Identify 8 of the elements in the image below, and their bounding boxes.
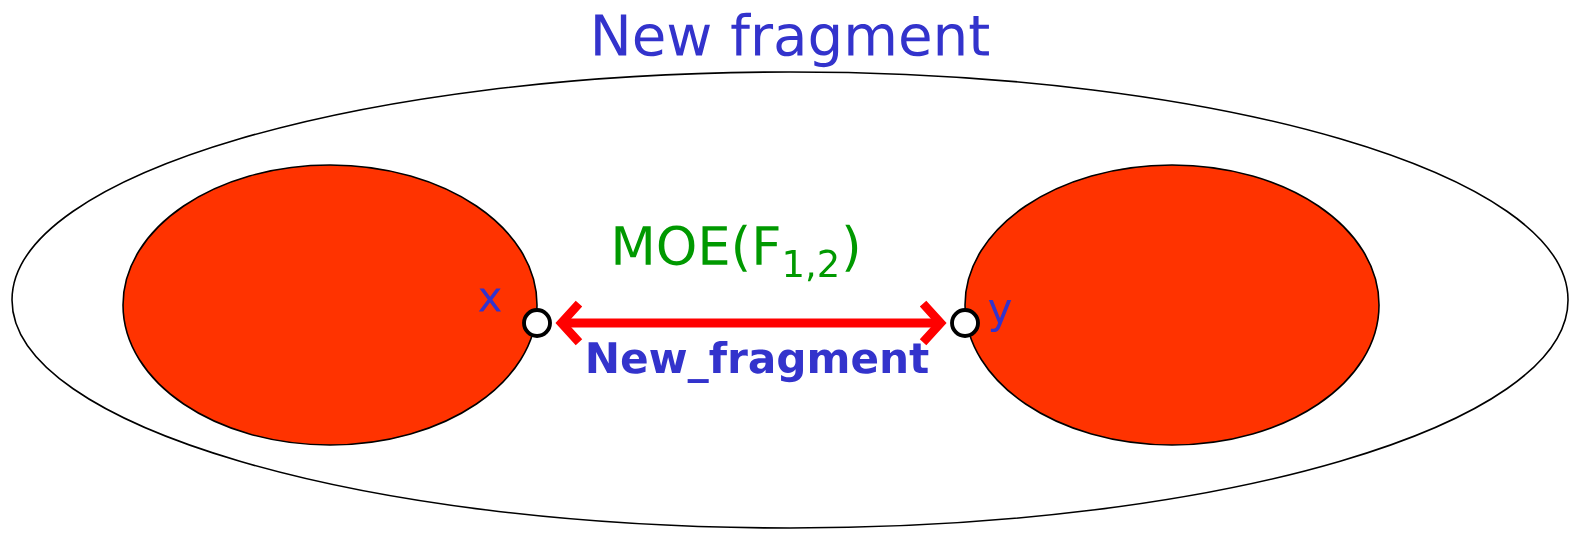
point-label: x [478, 288, 502, 312]
point-label: y [988, 300, 1012, 332]
double-arrow [555, 300, 947, 346]
edge-label: MOE(F$_{1,2}$) [615, 224, 858, 282]
node-title: New fragment [595, 12, 989, 68]
blob-ellipse [122, 164, 538, 446]
blob-ellipse [964, 164, 1380, 446]
fragment-label: New_fragment [588, 341, 929, 383]
